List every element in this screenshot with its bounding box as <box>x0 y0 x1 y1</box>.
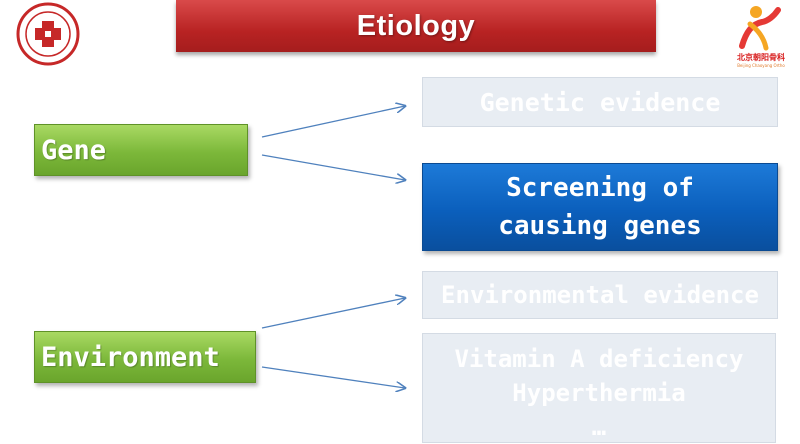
arrow-env-to-envev <box>261 298 405 329</box>
runner-logo-icon <box>739 6 781 51</box>
environment-label: Environment <box>41 341 220 373</box>
environmental-factors-box: Vitamin A deficiency Hyperthermia … <box>422 333 776 443</box>
factor-ellipsis: … <box>591 413 607 441</box>
screening-line-1: Screening of <box>506 173 694 203</box>
factor-vitamin-a: Vitamin A deficiency <box>454 345 744 373</box>
hospital-logo-icon <box>16 2 80 66</box>
department-logo-text: 北京朝阳骨科 <box>737 53 785 62</box>
genetic-evidence-box: Genetic evidence <box>422 77 778 127</box>
factor-hyperthermia: Hyperthermia <box>512 379 686 407</box>
screening-line-2: causing genes <box>498 211 702 241</box>
department-logo-subtext: Beijing Chaoyang Ortho <box>737 63 785 68</box>
arrow-gene-to-screening <box>261 154 405 180</box>
title-bar: Etiology <box>176 0 656 52</box>
environmental-evidence-box: Environmental evidence <box>422 271 778 319</box>
page-title: Etiology <box>356 9 476 42</box>
screening-box: Screening of causing genes <box>422 163 778 251</box>
department-logo: 北京朝阳骨科 Beijing Chaoyang Ortho <box>728 2 794 70</box>
environment-box: Environment <box>34 331 256 383</box>
arrow-gene-to-genetic <box>261 106 405 138</box>
environmental-evidence-label: Environmental evidence <box>441 281 759 309</box>
gene-label: Gene <box>41 134 107 166</box>
genetic-evidence-label: Genetic evidence <box>479 87 721 117</box>
arrow-env-to-factors <box>261 366 405 388</box>
gene-box: Gene <box>34 124 248 176</box>
